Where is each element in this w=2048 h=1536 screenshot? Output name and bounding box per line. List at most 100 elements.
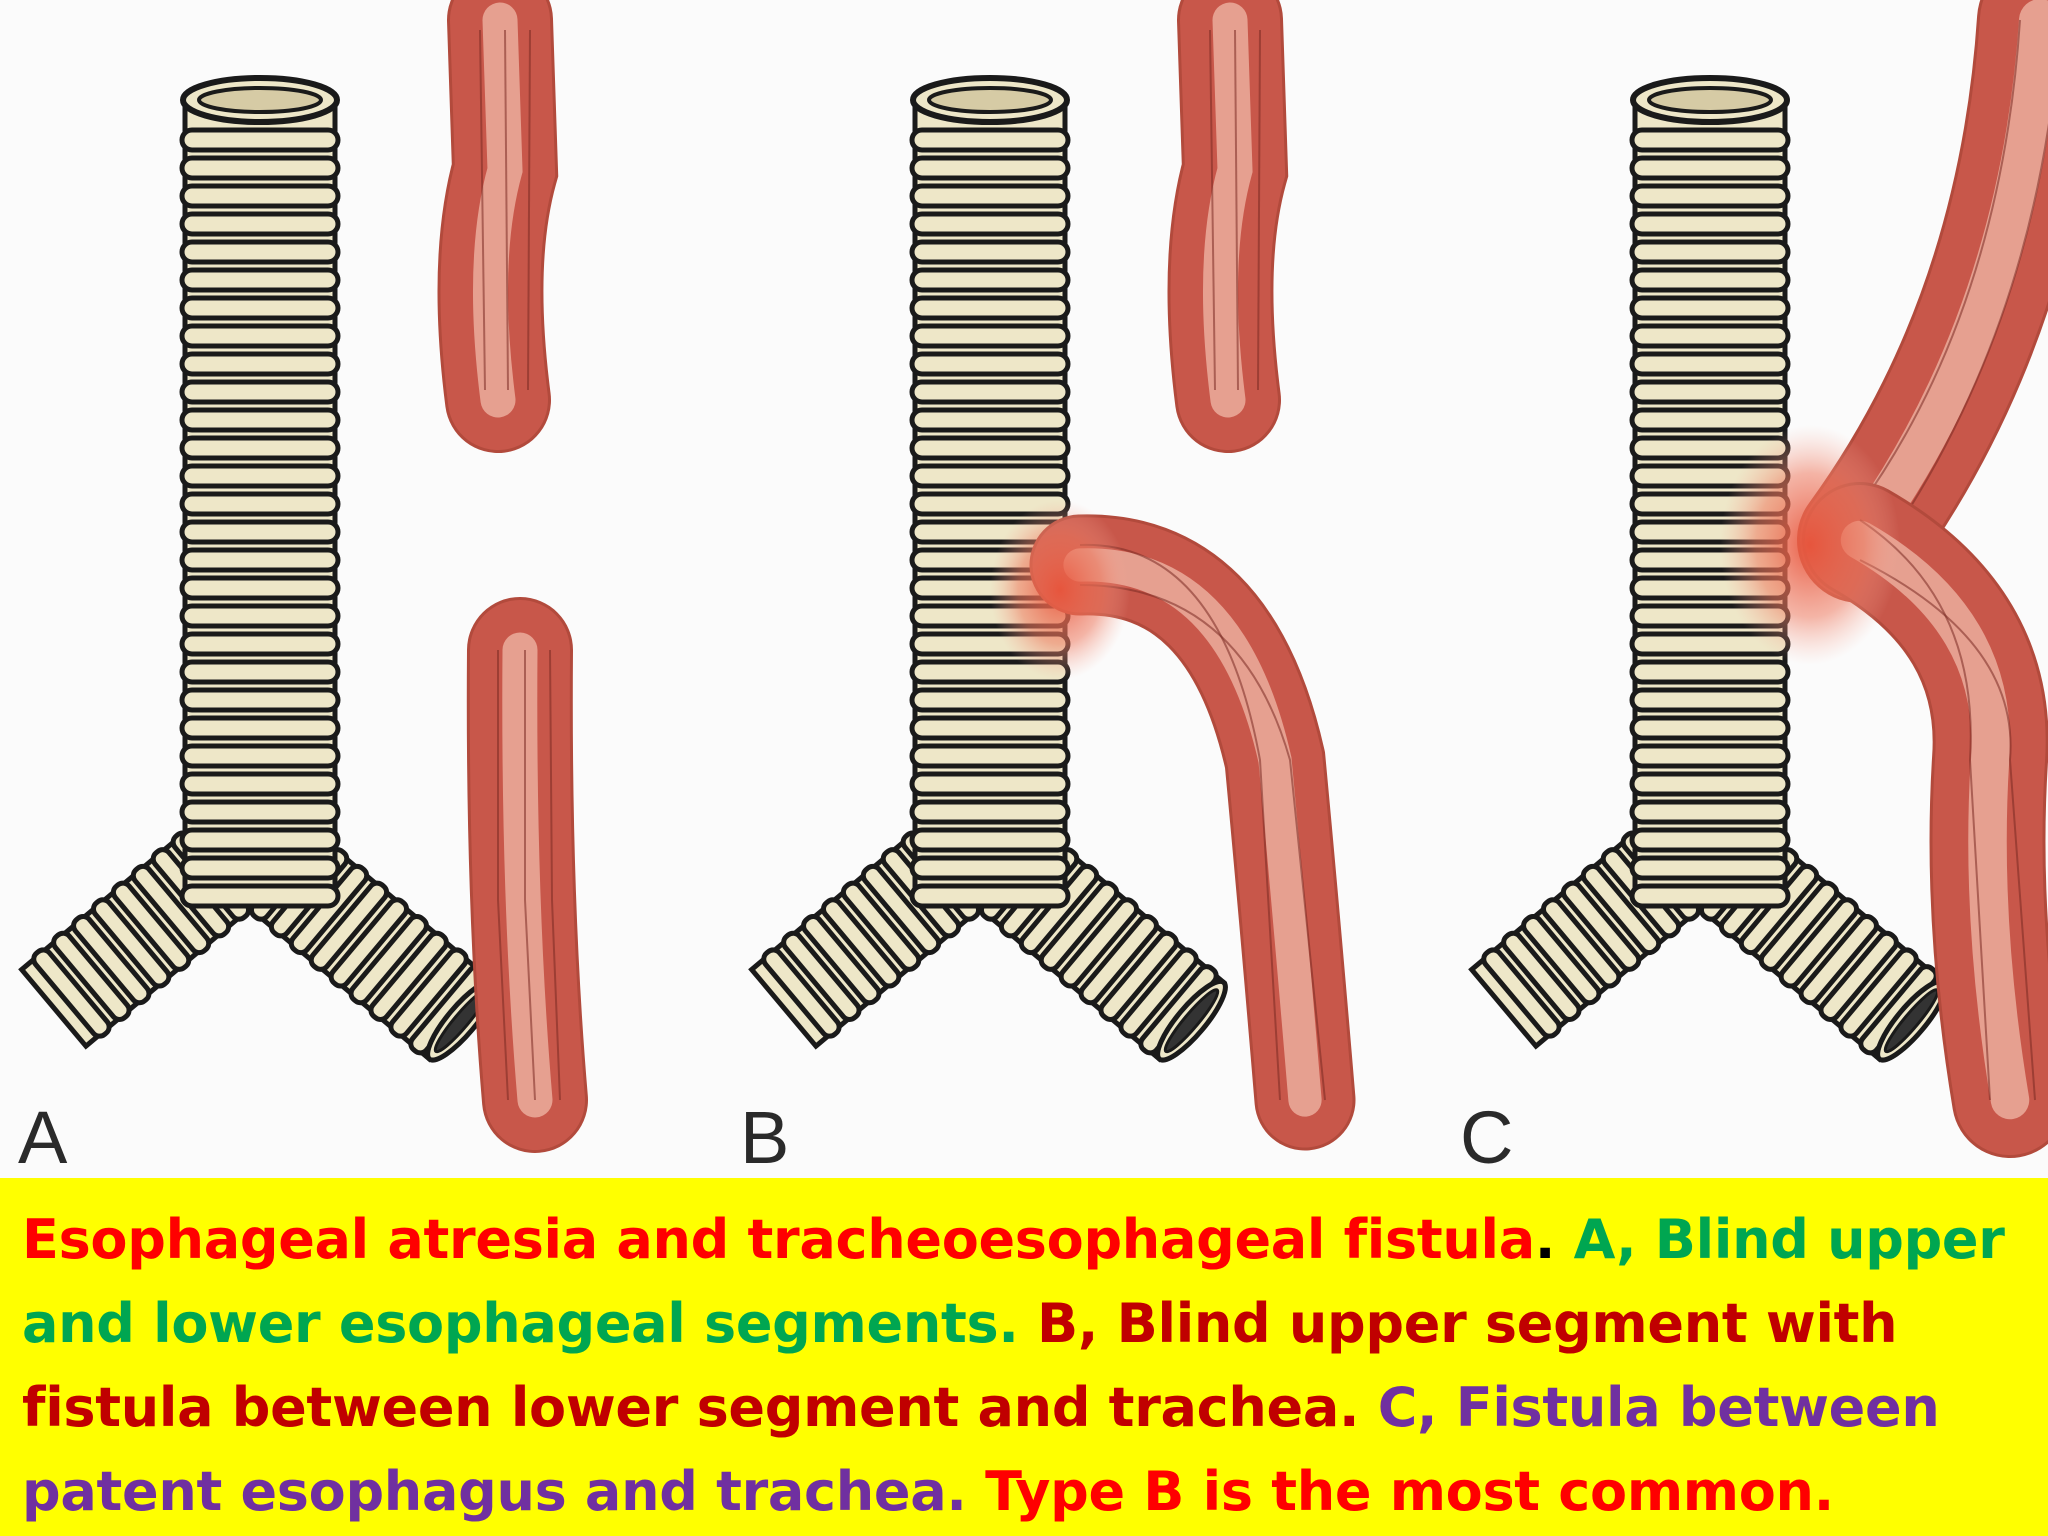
trachea-ring — [179, 351, 341, 377]
trachea-ring — [179, 827, 341, 853]
bronchus-ring — [71, 914, 152, 1006]
bronchus-ring — [1778, 897, 1860, 989]
lower-esophagus-fiber — [1859, 559, 2036, 1101]
trachea-ring — [179, 463, 341, 489]
trachea-ring — [179, 435, 341, 461]
panel-b-drawing — [748, 0, 1356, 1151]
trachea-ring — [909, 715, 1071, 741]
trachea-ring — [179, 603, 341, 629]
caption-most-common: Type B is the most common. — [985, 1460, 1834, 1523]
upper-esophageal-pouch-fiber — [1257, 29, 1261, 391]
trachea-ring — [909, 127, 1071, 153]
bronchus-ring — [308, 880, 390, 972]
trachea-ring — [179, 211, 341, 237]
trachea-ring — [909, 155, 1071, 181]
trachea-ring — [909, 687, 1071, 713]
bronchus-ring — [368, 930, 449, 1022]
trachea-ring — [1629, 267, 1791, 293]
trachea-ring — [1629, 155, 1791, 181]
trachea-ring — [1629, 211, 1791, 237]
bronchus-ring — [1798, 914, 1879, 1006]
trachea-ring — [179, 659, 341, 685]
trachea-ring — [179, 267, 341, 293]
trachea-ring — [1629, 351, 1791, 377]
upper-esophageal-pouch-highlight — [472, 2, 523, 418]
trachea-ring — [1629, 295, 1791, 321]
trachea-ring — [909, 743, 1071, 769]
trachea-ring — [179, 743, 341, 769]
trachea-ring — [179, 883, 341, 909]
trachea-ring — [1629, 799, 1791, 825]
trachea-ring — [1629, 323, 1791, 349]
bronchus-ring — [328, 897, 410, 989]
trachea-ring — [1629, 659, 1791, 685]
panel-label-a: A — [18, 1096, 68, 1179]
trachea — [179, 75, 341, 909]
trachea-ring — [909, 827, 1071, 853]
lower-segment-with-fistula — [1029, 514, 1356, 1151]
trachea-ring — [1629, 743, 1791, 769]
panel-label-c: C — [1460, 1096, 1514, 1179]
bronchus-ring — [348, 914, 429, 1006]
lower-esophageal-segment — [466, 597, 588, 1153]
trachea-ring — [179, 379, 341, 405]
lower-esophageal-segment-fiber — [497, 650, 509, 1101]
trachea-ring — [1629, 407, 1791, 433]
fistula-connection — [1720, 425, 1900, 665]
lower-esophageal-segment-highlight — [502, 632, 553, 1118]
upper-esophageal-pouch — [1167, 0, 1289, 453]
trachea-ring — [909, 407, 1071, 433]
diagram-figure: A B C — [18, 0, 2048, 1179]
fistula-connection — [990, 500, 1130, 680]
trachea-lumen — [927, 86, 1053, 114]
trachea-ring — [179, 183, 341, 209]
panel-a-drawing — [18, 0, 588, 1153]
panel-c-drawing — [1468, 0, 2048, 1158]
trachea-ring — [1629, 715, 1791, 741]
trachea-lumen — [197, 86, 323, 114]
trachea-ring — [1629, 183, 1791, 209]
bronchus-ring — [1560, 880, 1642, 972]
lower-esophageal-segment-fiber — [549, 649, 561, 1101]
trachea-ring — [909, 239, 1071, 265]
bronchus-ring — [90, 897, 172, 989]
bronchus-ring — [1540, 897, 1622, 989]
bronchus-ring — [1501, 930, 1582, 1022]
trachea-ring — [1629, 883, 1791, 909]
trachea-ring — [1629, 855, 1791, 881]
trachea-ring — [909, 855, 1071, 881]
bronchus-ring — [820, 897, 902, 989]
bronchus-ring — [781, 930, 862, 1022]
bronchus-ring — [31, 947, 112, 1039]
trachea — [909, 75, 1071, 909]
upper-esophagus-fiber — [1874, 122, 2048, 561]
trachea-ring — [909, 267, 1071, 293]
trachea-ring — [909, 435, 1071, 461]
lower-segment-with-fistula-highlight — [1063, 548, 1322, 1117]
trachea-ring — [179, 547, 341, 573]
caption-type-a: A, Blind upper and lower esophageal segm… — [22, 1208, 2005, 1355]
trachea-lumen — [1647, 86, 1773, 114]
caption-period: . — [1534, 1208, 1574, 1271]
trachea-ring — [1629, 771, 1791, 797]
bronchus-lumen — [1163, 988, 1220, 1054]
trachea-ring — [909, 323, 1071, 349]
bronchus-ring — [1078, 914, 1159, 1006]
trachea-ring — [179, 323, 341, 349]
bronchus-ring — [761, 947, 842, 1039]
trachea-ring — [179, 715, 341, 741]
panel-label-b: B — [740, 1096, 790, 1179]
trachea-ring — [179, 519, 341, 545]
bronchus-ring — [1838, 947, 1919, 1039]
trachea-ring — [179, 491, 341, 517]
trachea-ring — [179, 155, 341, 181]
trachea-ring — [179, 687, 341, 713]
bronchus-ring — [1098, 930, 1179, 1022]
bronchus-ring — [130, 863, 212, 956]
trachea-ring — [909, 799, 1071, 825]
trachea-ring — [179, 127, 341, 153]
diagram-canvas — [18, 0, 2048, 1158]
trachea-ring — [909, 379, 1071, 405]
upper-esophagus-highlight — [1839, 0, 2048, 561]
bronchus-ring — [1580, 863, 1662, 956]
